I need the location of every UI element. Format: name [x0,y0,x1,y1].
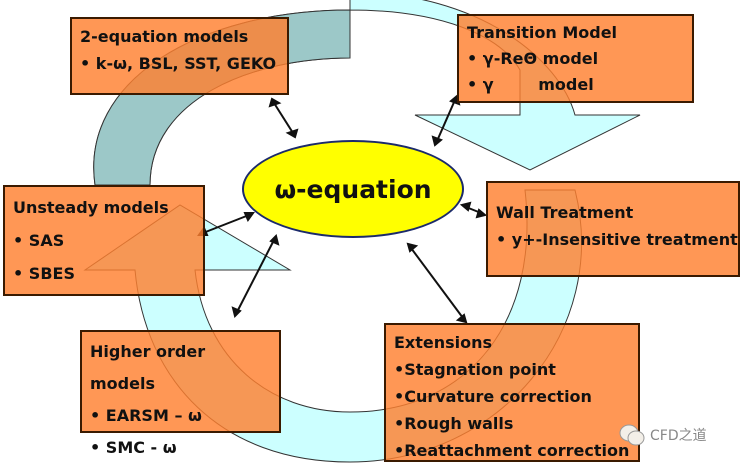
box-item: • SMC - ω [90,438,177,457]
box-title: Higher order models [90,342,206,393]
box-item: •Rough walls [394,414,514,433]
box-title: Wall Treatment [496,203,634,222]
higher-order-models-box: Higher order models • EARSM – ω • SMC - … [80,330,281,457]
box-item: •Stagnation point [394,360,556,379]
omega-equation-node: ω-equation [242,140,464,238]
wechat-icon [619,424,645,446]
box-item: • y+-Insensitive treatment [496,230,738,249]
wall-treatment-box: Wall Treatment • y+-Insensitive treatmen… [486,181,740,277]
two-equation-models-box: 2-equation models • k-ω, BSL, SST, GEKO [70,17,289,95]
watermark: CFD之道 [618,423,707,447]
extensions-box: Extensions •Stagnation point •Curvature … [384,323,640,462]
unsteady-models-box: Unsteady models • SAS • SBES [3,185,205,296]
box-item: • k-ω, BSL, SST, GEKO [80,54,277,73]
box-title: Extensions [394,333,493,352]
box-item: • EARSM – ω [90,406,202,425]
box-item: • γ model [467,75,594,94]
box-item: • SAS [13,231,65,250]
center-label: ω-equation [274,174,432,204]
box-item: •Reattachment correction [394,441,630,460]
box-title: 2-equation models [80,27,249,46]
transition-model-box: Transition Model • γ-ReΘ model • γ model [457,14,694,103]
watermark-text: CFD之道 [650,428,707,444]
box-item: • γ-ReΘ model [467,49,599,68]
box-item: •Curvature correction [394,387,592,406]
box-title: Transition Model [467,23,618,42]
box-item: • SBES [13,264,75,283]
box-title: Unsteady models [13,198,169,217]
